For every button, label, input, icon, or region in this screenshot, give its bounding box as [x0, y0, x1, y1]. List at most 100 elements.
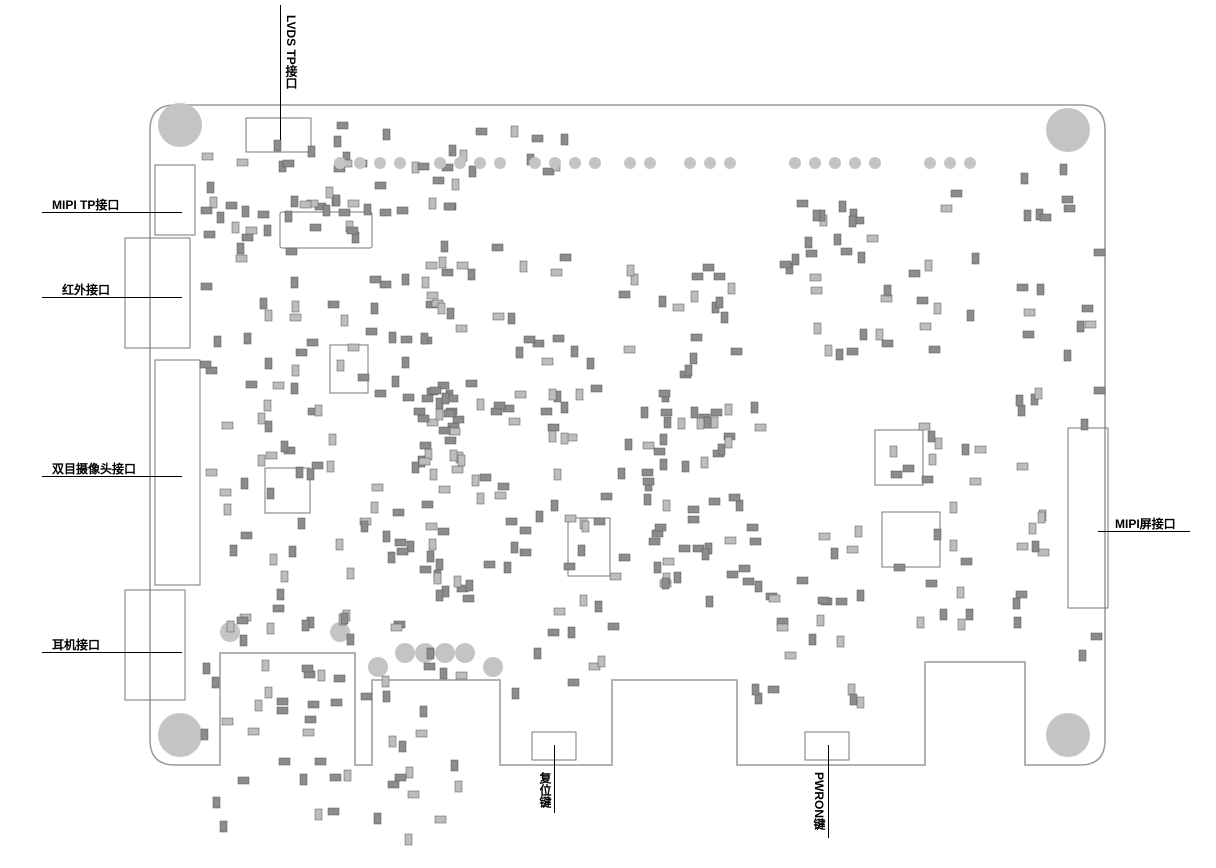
smd-pad	[866, 234, 879, 243]
leader-line	[554, 745, 555, 813]
smd-pad	[927, 430, 936, 443]
smd-pad	[623, 345, 636, 354]
mipi-tp-connector	[154, 164, 196, 236]
smd-pad	[690, 290, 699, 303]
smd-pad	[835, 348, 844, 361]
smd-pad	[846, 545, 859, 554]
smd-pad	[1016, 462, 1029, 471]
smd-pad	[824, 344, 833, 357]
label-reset-key: 复位键	[538, 772, 552, 808]
smd-pad	[449, 449, 458, 462]
label-dual-camera: 双目摄像头接口	[52, 462, 137, 476]
smd-pad	[387, 780, 400, 789]
smd-pad	[893, 563, 906, 572]
smd-pad	[717, 443, 726, 456]
smd-pad	[264, 686, 273, 699]
smd-pad	[327, 807, 340, 816]
smd-pad	[854, 525, 863, 538]
smd-pad	[663, 416, 672, 429]
smd-pad	[966, 309, 975, 322]
smd-pad	[391, 375, 400, 388]
smd-pad	[455, 671, 468, 680]
smd-pad	[203, 230, 216, 239]
smd-pad	[960, 557, 973, 566]
smd-pad	[388, 735, 397, 748]
smd-pad	[519, 260, 528, 273]
smd-pad	[340, 612, 349, 625]
smd-pad	[302, 728, 315, 737]
smd-pad	[299, 773, 308, 786]
via-pad	[395, 643, 415, 663]
pwron-button	[804, 731, 850, 761]
smd-pad	[1063, 349, 1072, 362]
label-mipi-tp: MIPI TP接口	[52, 198, 120, 212]
smd-pad	[689, 352, 698, 365]
smd-pad	[443, 202, 456, 211]
smd-pad	[206, 181, 215, 194]
smd-pad	[510, 541, 519, 554]
smd-pad	[306, 338, 319, 347]
leader-line	[1098, 531, 1190, 532]
smd-pad	[919, 322, 932, 331]
smd-pad	[956, 586, 965, 599]
smd-pad	[235, 254, 248, 263]
smd-pad	[451, 178, 460, 191]
smd-pad	[400, 335, 413, 344]
smd-pad	[1023, 209, 1032, 222]
smd-pad	[229, 544, 238, 557]
smd-pad	[856, 589, 865, 602]
via-pad	[724, 157, 736, 169]
smd-pad	[550, 499, 559, 512]
smd-pad	[332, 194, 341, 207]
smd-pad	[735, 499, 744, 512]
smd-pad	[421, 394, 434, 403]
smd-pad	[553, 607, 566, 616]
smd-pad	[1015, 590, 1028, 599]
smd-pad	[1022, 330, 1035, 339]
smd-pad	[540, 407, 553, 416]
smd-pad	[433, 572, 442, 585]
via-pad	[849, 157, 861, 169]
smd-pad	[213, 335, 222, 348]
smd-pad	[333, 135, 342, 148]
smd-pad	[575, 388, 584, 401]
smd-pad	[710, 408, 723, 417]
headphone-connector	[124, 589, 186, 701]
via-pad	[354, 157, 366, 169]
smd-pad	[730, 347, 743, 356]
smd-pad	[423, 662, 436, 671]
smd-pad	[340, 314, 349, 327]
smd-pad	[314, 757, 327, 766]
smd-pad	[713, 272, 726, 281]
smd-pad	[690, 406, 699, 419]
smd-pad	[289, 313, 302, 322]
smd-pad	[1093, 386, 1106, 395]
smd-pad	[653, 561, 662, 574]
smd-pad	[257, 412, 266, 425]
smd-pad	[419, 705, 428, 718]
via-pad	[394, 157, 406, 169]
smd-pad	[437, 302, 446, 315]
ic-chip	[329, 344, 369, 394]
smd-pad	[221, 421, 234, 430]
smd-pad	[290, 195, 299, 208]
inductor	[881, 511, 941, 568]
smd-pad	[684, 364, 693, 377]
via-pad	[368, 657, 388, 677]
smd-pad	[949, 539, 958, 552]
smd-pad	[425, 522, 438, 531]
smd-pad	[241, 233, 254, 242]
smd-pad	[219, 488, 232, 497]
smd-pad	[446, 307, 455, 320]
smd-pad	[241, 205, 250, 218]
smd-pad	[379, 280, 392, 289]
smd-pad	[273, 139, 282, 152]
smd-pad	[705, 595, 714, 608]
smd-pad	[434, 815, 447, 824]
smd-pad	[290, 276, 299, 289]
smd-pad	[883, 284, 892, 297]
smd-pad	[370, 302, 379, 315]
smd-pad	[950, 189, 963, 198]
smd-pad	[724, 536, 737, 545]
smd-pad	[371, 483, 384, 492]
